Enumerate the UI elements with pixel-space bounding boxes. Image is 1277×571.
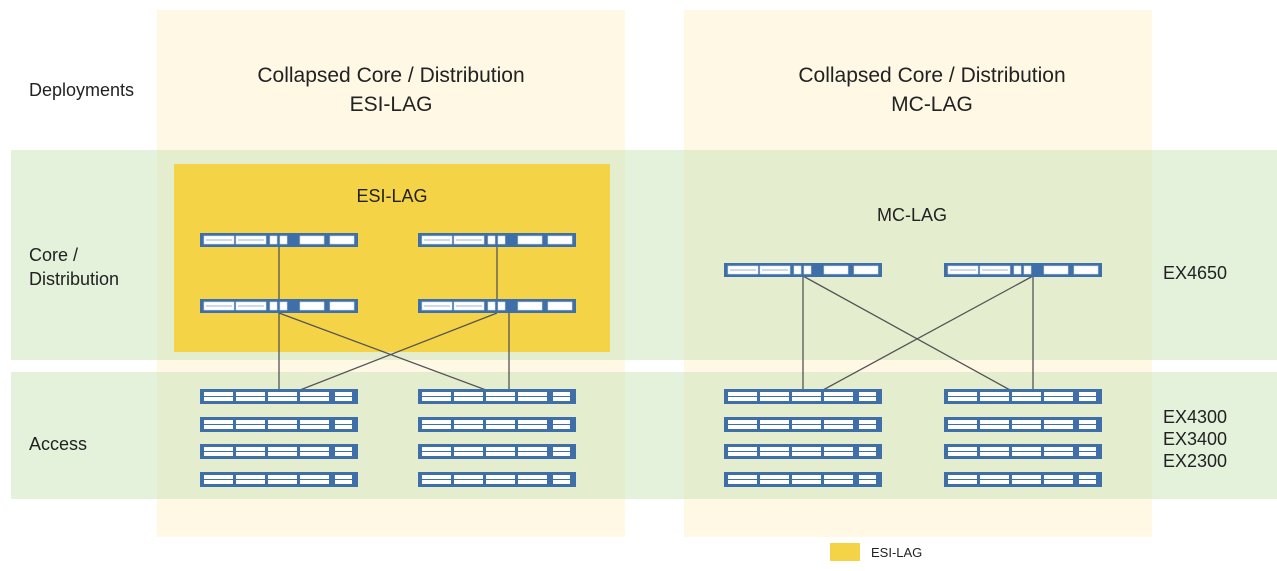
legend-esi-lag-label: ESI-LAG [871, 545, 923, 560]
core-label-line1: Core / [29, 245, 79, 265]
access-switch [200, 444, 358, 459]
network-link [299, 312, 498, 391]
access-switch [944, 444, 1102, 459]
access-model: EX3400 [1163, 429, 1228, 449]
access-switch [418, 417, 576, 432]
esi-lag-group-label: ESI-LAG [356, 186, 428, 206]
core-distribution-label: Core / Distribution [29, 243, 119, 291]
links-layer [278, 247, 1034, 391]
access-switch [418, 444, 576, 459]
esi-lag-title-line1: Collapsed Core / Distribution [257, 64, 525, 87]
core-model: EX4650 [1163, 263, 1228, 283]
mc-lag-deployment-title: Collapsed Core / Distribution MC-LAG [732, 61, 1132, 119]
access-switch [944, 389, 1102, 404]
access-switch [418, 389, 576, 404]
access-models-list: EX4300 EX3400 EX2300 [1163, 406, 1227, 472]
mc-lag-title-line1: Collapsed Core / Distribution [798, 64, 1066, 87]
access-switch [200, 389, 358, 404]
access-label: Access [29, 434, 88, 454]
network-link [822, 275, 1034, 391]
access-switch [724, 444, 882, 459]
deployments-label: Deployments [29, 80, 135, 100]
core-label-line2: Distribution [29, 269, 120, 289]
access-switch [944, 417, 1102, 432]
esi-lag-core-switch [200, 233, 358, 247]
access-switch [724, 389, 882, 404]
network-link [802, 275, 1011, 391]
esi-lag-core-switch [418, 233, 576, 247]
esi-lag-deployment-title: Collapsed Core / Distribution ESI-LAG [191, 61, 591, 119]
mc-lag-group-label: MC-LAG [876, 205, 947, 225]
core-models-list: EX4650 [1163, 262, 1227, 284]
mc-lag-title-line2: MC-LAG [891, 93, 973, 116]
access-switch [724, 417, 882, 432]
mc-lag-core-switch [944, 263, 1102, 277]
access-switch [944, 472, 1102, 487]
esi-lag-highlight-box [174, 164, 610, 352]
access-switch [724, 472, 882, 487]
access-switch [418, 472, 576, 487]
access-switch [200, 472, 358, 487]
access-model: EX2300 [1163, 451, 1228, 471]
network-link [278, 312, 487, 391]
access-model: EX4300 [1163, 407, 1228, 427]
esi-lag-core-switch [418, 299, 576, 313]
mc-lag-core-switch [724, 263, 882, 277]
esi-lag-core-switch [200, 299, 358, 313]
switches-layer [200, 233, 1102, 487]
legend-esi-lag-swatch [830, 543, 860, 561]
access-switch [200, 417, 358, 432]
esi-lag-title-line2: ESI-LAG [349, 93, 433, 116]
